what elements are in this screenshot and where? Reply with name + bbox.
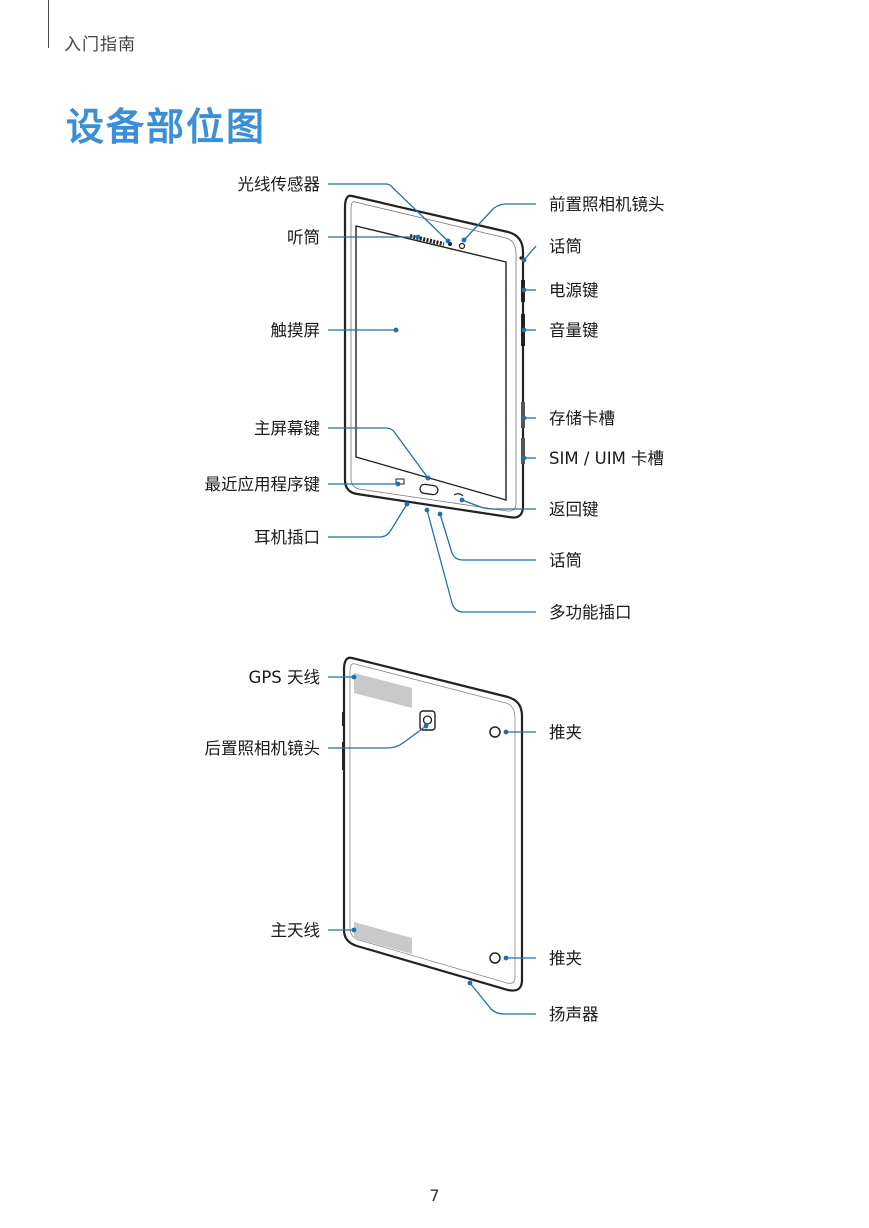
label-earphone-jack: 耳机插口: [254, 528, 320, 547]
label-memory-card-tray: 存储卡槽: [549, 409, 615, 428]
margin-bar: [48, 0, 49, 48]
page-number: 7: [429, 1186, 440, 1205]
back-key-shape: [453, 493, 464, 497]
label-main-antenna: 主天线: [271, 921, 321, 940]
main-antenna-band: [354, 922, 412, 954]
back-callout-lines: [328, 676, 536, 1015]
front-callout-lines: [328, 183, 537, 613]
tablet-back-view: [342, 656, 524, 992]
clip-top-shape: [489, 726, 501, 738]
touchscreen-area: [355, 225, 507, 501]
label-back-key: 返回键: [549, 500, 599, 519]
rear-camera-housing: [419, 710, 436, 731]
memory-card-tray-shape: [521, 402, 525, 428]
label-mic-top: 话筒: [549, 237, 582, 256]
front-callout-dots: [393, 234, 527, 517]
section-header: 入门指南: [64, 35, 136, 55]
label-clip-bottom: 推夹: [549, 949, 582, 968]
label-rear-camera: 后置照相机镜头: [205, 739, 321, 758]
rear-camera-lens: [422, 715, 433, 725]
label-speaker: 扬声器: [549, 1005, 599, 1024]
label-home-key: 主屏幕键: [254, 419, 320, 438]
back-callout-dots: [351, 674, 509, 986]
back-side-key-2: [342, 742, 345, 770]
page-title: 设备部位图: [66, 105, 267, 149]
tablet-front-view: [343, 194, 525, 519]
label-sim-uim-tray: SIM / UIM 卡槽: [549, 449, 664, 468]
home-key-shape: [419, 483, 439, 496]
earpiece-grille: [409, 234, 445, 246]
label-multipurpose-jack: 多功能插口: [549, 603, 632, 622]
front-camera-lens: [458, 242, 466, 250]
clip-bottom-shape: [489, 952, 501, 964]
label-gps-antenna: GPS 天线: [249, 668, 320, 687]
label-mic-bottom: 话筒: [549, 551, 582, 570]
label-clip-top: 推夹: [549, 723, 582, 742]
label-power-key: 电源键: [549, 281, 599, 300]
label-earpiece: 听筒: [287, 228, 320, 247]
top-mic-hole: [519, 256, 523, 260]
label-volume-key: 音量键: [549, 321, 599, 340]
gps-antenna-band: [354, 673, 412, 708]
back-side-key-1: [342, 712, 345, 726]
label-light-sensor: 光线传感器: [238, 175, 321, 194]
label-recent-apps-key: 最近应用程序键: [205, 475, 321, 494]
label-touchscreen: 触摸屏: [271, 321, 321, 340]
tablet-back-body: [342, 656, 524, 992]
label-front-camera: 前置照相机镜头: [549, 195, 665, 214]
sim-tray-shape: [521, 438, 525, 464]
